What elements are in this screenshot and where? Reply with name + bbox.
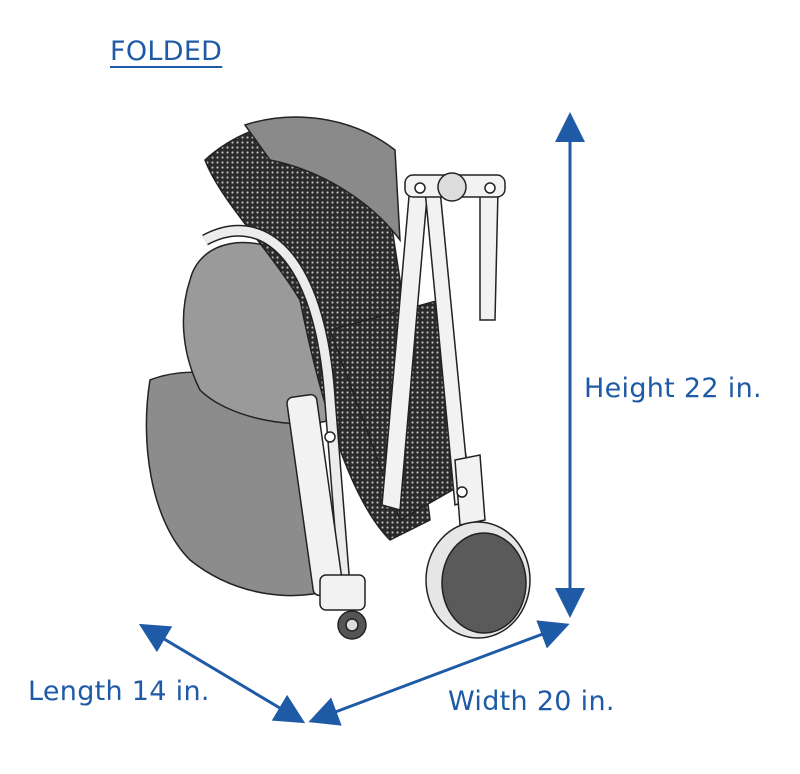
dimension-arrows (138, 112, 585, 726)
height-label: Height 22 in. (584, 373, 762, 404)
length-label: Length 14 in. (28, 676, 210, 707)
length-arrow (138, 623, 306, 724)
folded-title: FOLDED (110, 36, 223, 67)
width-label: Width 20 in. (448, 686, 615, 717)
stroller-illustration (145, 116, 531, 640)
width-arrow (308, 620, 570, 726)
